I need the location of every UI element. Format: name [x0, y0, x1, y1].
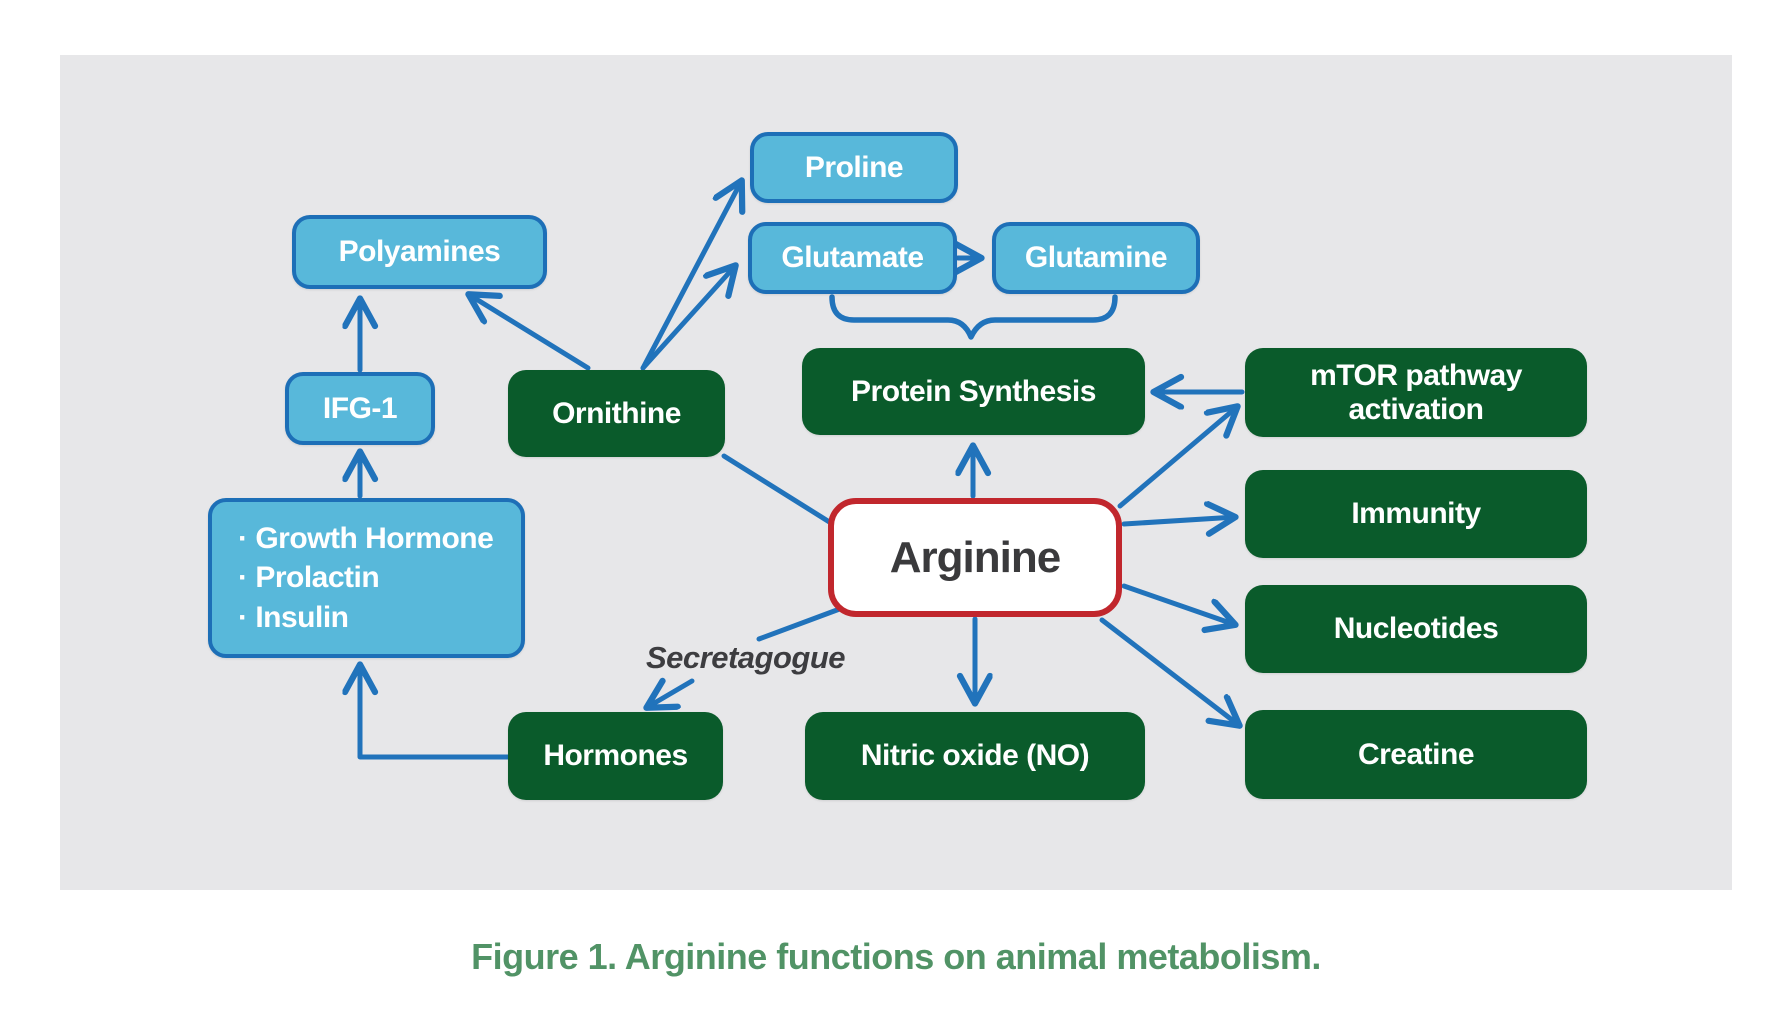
node-glutamate: Glutamate — [748, 222, 957, 294]
secretagogue-label: Secretagogue — [646, 640, 846, 675]
node-hormones: Hormones — [508, 712, 723, 800]
node-ornithine: Ornithine — [508, 370, 725, 457]
node-proline: Proline — [750, 132, 958, 203]
hormone-list-item-insulin: · Insulin — [238, 600, 349, 634]
node-mtor-pathway-activation: mTOR pathway activation — [1245, 348, 1587, 437]
node-nucleotides: Nucleotides — [1245, 585, 1587, 673]
node-nitric-oxide: Nitric oxide (NO) — [805, 712, 1145, 800]
node-ifg1: IFG-1 — [285, 372, 435, 445]
node-hormone-list: · Growth Hormone · Prolactin · Insulin — [208, 498, 525, 658]
node-arginine: Arginine — [828, 498, 1122, 617]
figure-caption: Figure 1. Arginine functions on animal m… — [471, 936, 1321, 977]
hormone-list-item-prolactin: · Prolactin — [238, 561, 380, 595]
node-creatine: Creatine — [1245, 710, 1587, 799]
node-immunity: Immunity — [1245, 470, 1587, 558]
node-polyamines: Polyamines — [292, 215, 547, 289]
hormone-list-item-growth-hormone: · Growth Hormone — [238, 521, 494, 555]
node-protein-synthesis: Protein Synthesis — [802, 348, 1145, 435]
node-glutamine: Glutamine — [992, 222, 1200, 294]
